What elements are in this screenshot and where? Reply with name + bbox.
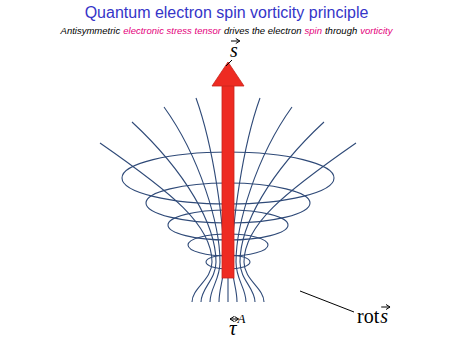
spin-symbol: s [380,306,388,326]
subtitle-text: through [325,25,357,36]
subtitle-text: vorticity [360,25,392,36]
subtitle-text: drives the electron [224,25,302,36]
subtitle-text: spin [305,25,322,36]
subtitle-text: electronic stress tensor [123,25,221,36]
stress-tensor-symbol: τ [229,318,237,339]
spin-arrow [212,62,244,278]
subtitle-line: Antisymmetricelectronic stress tensordri… [0,25,453,36]
superscript: A [238,312,246,325]
rot-operator: rot [357,306,379,326]
subtitle-text: Antisymmetric [61,25,121,36]
spin-symbol: s [230,40,238,60]
leader-lines [226,60,354,312]
diagram-title: Quantum electron spin vorticity principl… [0,4,453,22]
